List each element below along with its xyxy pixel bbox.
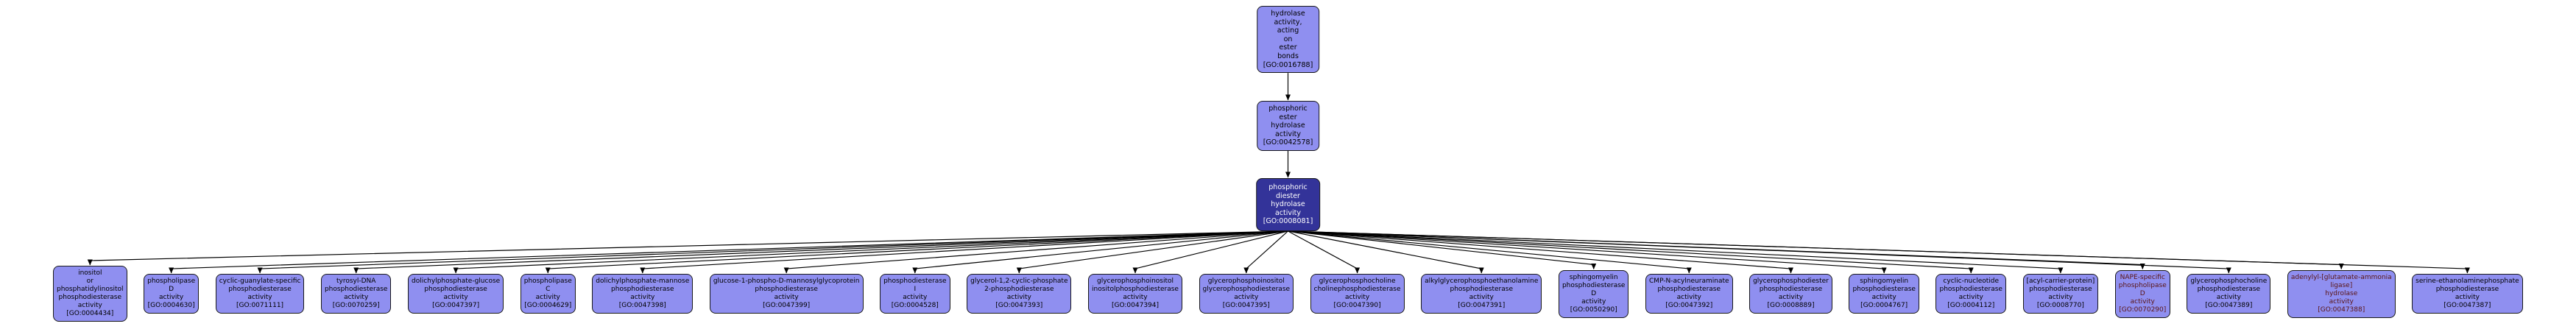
term-go-id: [GO:0016788] <box>1263 60 1313 69</box>
term-label: CMP-N-acylneuraminate phosphodiesterase … <box>1649 278 1729 301</box>
term-label: phospholipase D activity <box>147 278 196 301</box>
term-go-id: [GO:0004629] <box>524 302 572 309</box>
go-term-node-child[interactable]: glycerophosphocholine cholinephosphodies… <box>1310 274 1405 314</box>
term-go-id: [GO:0004767] <box>1860 302 1908 309</box>
term-go-id: [GO:0004630] <box>147 302 195 309</box>
child-terms-row: inositol or phosphatidylinositol phospho… <box>0 260 2576 328</box>
term-go-id: [GO:0008889] <box>1767 302 1815 309</box>
go-term-node-child[interactable]: cyclic-guanylate-specific phosphodiester… <box>215 274 305 314</box>
term-go-id: [GO:0047395] <box>1222 302 1270 309</box>
term-label: adenylyl-[glutamate-ammonia ligase] hydr… <box>2290 273 2392 305</box>
go-term-node-child[interactable]: cyclic-nucleotide phosphodiesterase acti… <box>1935 274 2006 314</box>
term-label: glycerol-1,2-cyclic-phosphate 2-phosphod… <box>970 278 1068 301</box>
term-go-id: [GO:0042578] <box>1263 138 1313 147</box>
term-label: sphingomyelin phosphodiesterase activity <box>1852 278 1916 301</box>
go-term-node-child[interactable]: tyrosyl-DNA phosphodiesterase activity [… <box>320 274 392 314</box>
go-term-node-child[interactable]: glycerophosphoinositol inositolphosphodi… <box>1088 274 1182 314</box>
term-label: [acyl-carrier-protein] phosphodiesterase… <box>2026 278 2095 301</box>
term-label: glycerophosphoinositol inositolphosphodi… <box>1092 278 1179 301</box>
term-label: inositol or phosphatidylinositol phospho… <box>57 269 124 309</box>
term-label: glycerophosphoinositol glycerophosphodie… <box>1202 278 1291 301</box>
term-go-id: [GO:0004528] <box>891 302 939 309</box>
go-term-node-child[interactable]: adenylyl-[glutamate-ammonia ligase] hydr… <box>2287 269 2396 318</box>
go-term-node-child[interactable]: glycerophosphodiester phosphodiesterase … <box>1749 274 1832 314</box>
go-term-node-child[interactable]: glycerol-1,2-cyclic-phosphate 2-phosphod… <box>967 274 1072 314</box>
term-label: glycerophosphocholine cholinephosphodies… <box>1313 278 1401 301</box>
term-go-id: [GO:0047393] <box>995 302 1043 309</box>
term-label: phosphoric diester hydrolase activity <box>1268 183 1308 217</box>
term-label: phospholipase C activity <box>523 278 572 301</box>
go-term-node-intermediate[interactable]: phosphoric ester hydrolase activity [GO:… <box>1256 101 1320 151</box>
term-go-id: [GO:0047399] <box>763 302 811 309</box>
go-term-node-child[interactable]: phospholipase D activity [GO:0004630] <box>144 274 200 314</box>
go-term-node-child[interactable]: NAPE-specific phospholipase D activity [… <box>2114 269 2170 318</box>
term-go-id: [GO:0070259] <box>332 302 380 309</box>
term-go-id: [GO:0047398] <box>618 302 666 309</box>
term-go-id: [GO:0008081] <box>1263 217 1313 226</box>
term-label: phosphoric ester hydrolase activity <box>1268 105 1308 138</box>
term-go-id: [GO:0047390] <box>1333 302 1381 309</box>
term-go-id: [GO:0004112] <box>1947 302 1995 309</box>
go-term-node-child[interactable]: glucose-1-phospho-D-mannosylglycoprotein… <box>709 274 864 314</box>
go-term-node-focus[interactable]: phosphoric diester hydrolase activity [G… <box>1255 178 1321 231</box>
term-label: glycerophosphodiester phosphodiesterase … <box>1753 278 1829 301</box>
go-term-node-child[interactable]: inositol or phosphatidylinositol phospho… <box>53 266 127 322</box>
go-term-node-child[interactable]: CMP-N-acylneuraminate phosphodiesterase … <box>1645 274 1733 314</box>
term-label: tyrosyl-DNA phosphodiesterase activity <box>324 278 388 301</box>
go-term-node-child[interactable]: dolichylphosphate-glucose phosphodiester… <box>408 274 504 314</box>
go-term-node-root[interactable]: hydrolase activity, acting on ester bond… <box>1256 6 1320 74</box>
term-label: glucose-1-phospho-D-mannosylglycoprotein… <box>713 278 860 301</box>
term-go-id: [GO:0004434] <box>66 310 114 317</box>
term-label: sphingomyelin phosphodiesterase D activi… <box>1562 273 1626 305</box>
term-label: phosphodiesterase I activity <box>883 278 947 301</box>
term-go-id: [GO:0047389] <box>2205 302 2253 309</box>
term-go-id: [GO:0047388] <box>2318 305 2365 314</box>
go-term-node-child[interactable]: sphingomyelin phosphodiesterase activity… <box>1849 274 1919 314</box>
term-label: hydrolase activity, acting on ester bond… <box>1271 10 1305 60</box>
term-go-id: [GO:0047392] <box>1665 302 1713 309</box>
term-go-id: [GO:0050290] <box>1570 305 1617 314</box>
term-go-id: [GO:0047387] <box>2443 302 2491 309</box>
term-go-id: [GO:0008770] <box>2036 302 2084 309</box>
go-term-node-child[interactable]: glycerophosphocholine phosphodiesterase … <box>2187 274 2271 314</box>
term-go-id: [GO:0047394] <box>1111 302 1160 309</box>
go-term-node-child[interactable]: [acyl-carrier-protein] phosphodiesterase… <box>2022 274 2099 314</box>
term-label: cyclic-nucleotide phosphodiesterase acti… <box>1939 278 2002 301</box>
term-label: alkylglycerophosphoethanolamine phosphod… <box>1425 278 1539 301</box>
term-label: dolichylphosphate-mannose phosphodiester… <box>596 278 690 301</box>
go-term-node-child[interactable]: serine-ethanolaminephosphate phosphodies… <box>2412 274 2523 314</box>
term-label: dolichylphosphate-glucose phosphodiester… <box>412 278 501 301</box>
term-go-id: [GO:0047397] <box>432 302 480 309</box>
term-label: serine-ethanolaminephosphate phosphodies… <box>2416 278 2519 301</box>
go-term-node-child[interactable]: dolichylphosphate-mannose phosphodiester… <box>592 274 694 314</box>
term-label: glycerophosphocholine phosphodiesterase … <box>2190 278 2268 301</box>
go-term-node-child[interactable]: alkylglycerophosphoethanolamine phosphod… <box>1421 274 1542 314</box>
term-label: NAPE-specific phospholipase D activity <box>2118 273 2167 305</box>
go-term-node-child[interactable]: phospholipase C activity [GO:0004629] <box>520 274 576 314</box>
term-go-id: [GO:0070290] <box>2119 305 2167 314</box>
go-term-node-child[interactable]: sphingomyelin phosphodiesterase D activi… <box>1558 269 1629 318</box>
term-go-id: [GO:0071111] <box>236 302 284 309</box>
go-term-node-child[interactable]: phosphodiesterase I activity [GO:0004528… <box>880 274 950 314</box>
term-go-id: [GO:0047391] <box>1458 302 1506 309</box>
term-label: cyclic-guanylate-specific phosphodiester… <box>219 278 301 301</box>
go-term-node-child[interactable]: glycerophosphoinositol glycerophosphodie… <box>1199 274 1294 314</box>
